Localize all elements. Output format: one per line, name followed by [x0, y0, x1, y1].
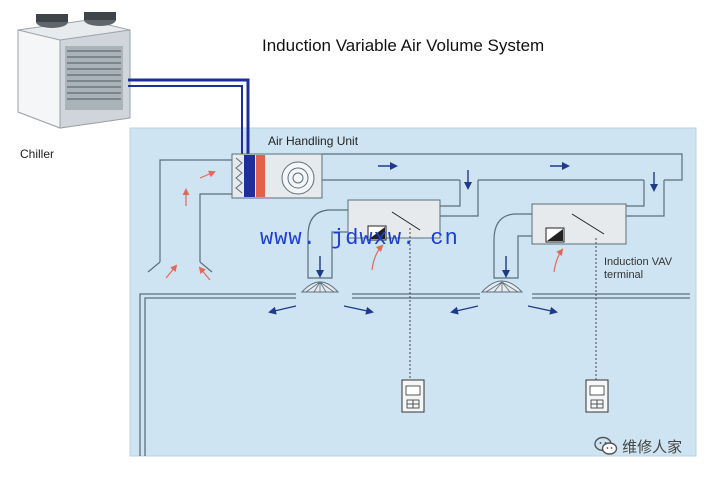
diagram-title: Induction Variable Air Volume System [262, 36, 545, 55]
supply-main-duct [322, 153, 683, 217]
cooling-coil [244, 155, 255, 197]
heating-coil [256, 155, 265, 197]
air-handling-unit-label: Air Handling Unit [268, 134, 359, 148]
watermark-url: www. jdwxw. cn [260, 226, 459, 251]
source-badge-text: 维修人家 [622, 439, 683, 456]
wechat-icon [594, 436, 618, 460]
fan-icon [281, 161, 315, 195]
thermostat-2 [585, 379, 609, 413]
chiller-unit [17, 12, 131, 129]
vav-terminal-label: Induction VAV terminal [604, 256, 694, 282]
chilled-water-pipes [128, 78, 250, 156]
control-wiring [409, 228, 597, 380]
ceiling [139, 293, 690, 456]
return-air-duct [147, 159, 232, 273]
vav-terminal-2 [480, 203, 627, 293]
thermostat-1 [401, 379, 425, 413]
vav-terminal-label-line1: Induction VAV [604, 256, 673, 268]
source-badge: 维修人家 [594, 436, 682, 460]
air-handling-unit [231, 153, 323, 199]
return-airflow-arrows [165, 170, 564, 281]
chiller-label: Chiller [20, 147, 55, 161]
vav-terminal-label-line2: terminal [604, 269, 644, 281]
supply-airflow-arrows [268, 162, 658, 315]
vav-terminal-1 [300, 199, 441, 293]
